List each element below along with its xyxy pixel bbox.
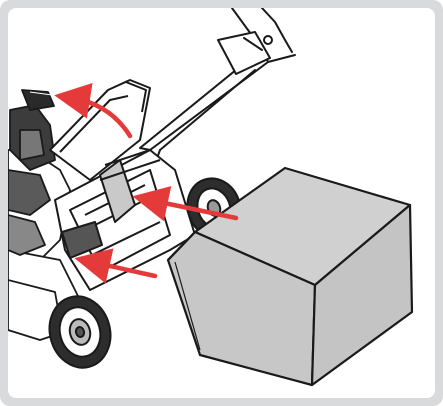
- catcher-mount-frame: [54, 149, 196, 291]
- red-arrow-hook-upper: [132, 186, 239, 222]
- illustration-panel: [8, 8, 435, 398]
- handle-assembly: [139, 8, 296, 179]
- rear-flap: [49, 79, 151, 181]
- front-wheel-left: [48, 295, 112, 369]
- mower-diagram: [8, 8, 414, 387]
- red-arrows: [54, 83, 239, 284]
- grass-catcher-bag: [166, 166, 414, 387]
- red-arrow-lift-flap: [54, 83, 133, 139]
- red-arrow-hook-lower: [74, 248, 158, 284]
